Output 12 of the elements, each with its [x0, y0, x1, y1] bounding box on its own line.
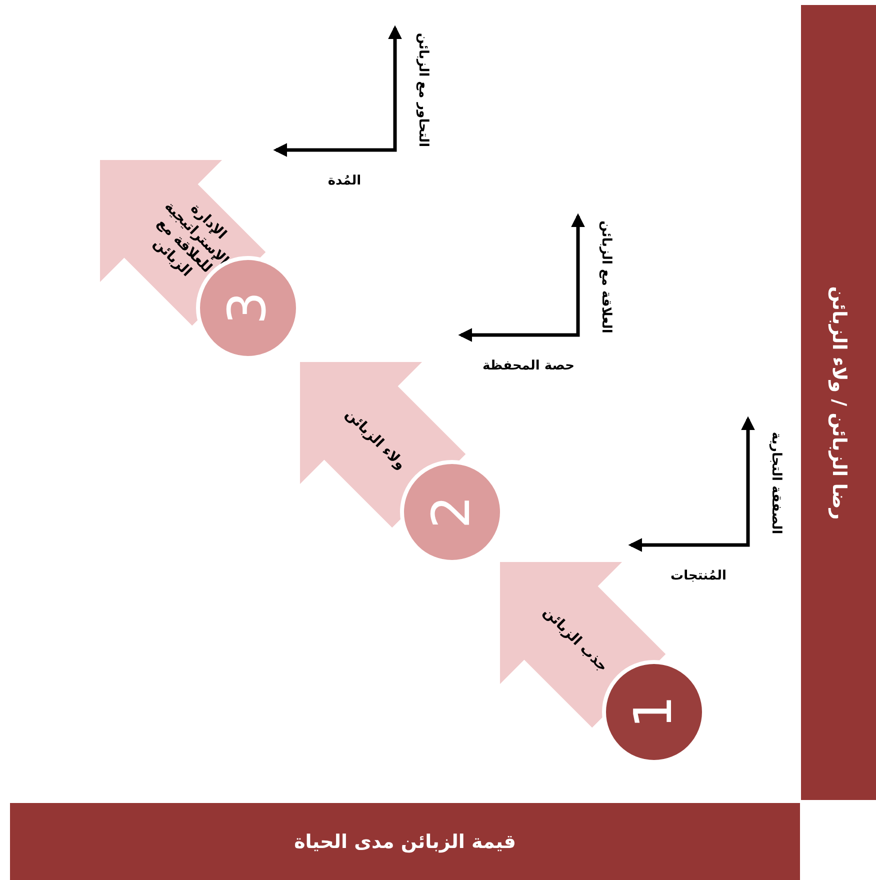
axis-title: رضا الزبائن / ولاء الزبائن — [828, 286, 850, 520]
axis-label: المُنتجات — [670, 568, 726, 584]
axis-label: التحاور مع الزبائن — [416, 32, 430, 148]
axis-band — [10, 803, 800, 880]
arrow-label: الإدارة الإستراتيجية للعلاقة مع الزبائن — [149, 197, 233, 282]
axis-label: الصفقة التجارية — [768, 432, 784, 534]
axis-title: قيمة الزبائن مدى الحياة — [294, 830, 516, 852]
axis-band — [801, 5, 876, 800]
axis-label: حصة المحفظة — [482, 358, 574, 374]
arrow-label: ولاء الزبائن — [341, 406, 409, 474]
axis-label: المُدة — [328, 174, 362, 188]
axis-label: العلاقة مع الزبائن — [598, 220, 614, 333]
